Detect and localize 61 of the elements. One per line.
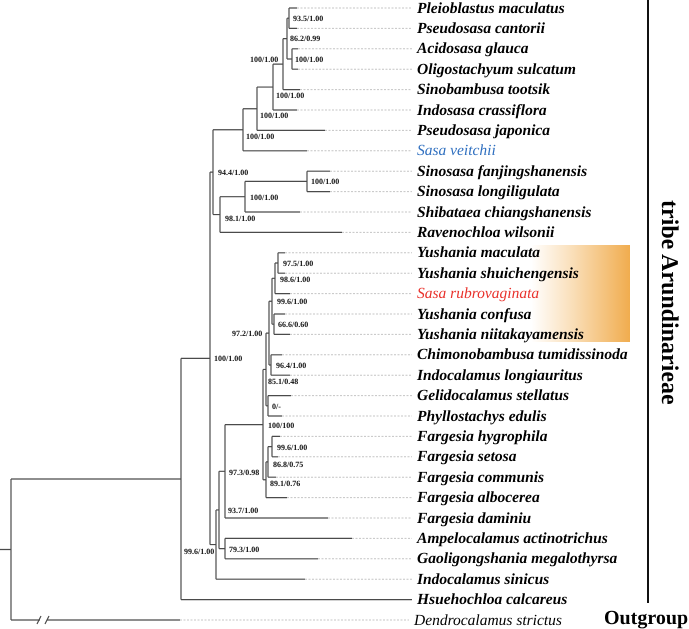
taxon-label: Sinosasa longiligulata — [417, 183, 560, 200]
support-value: 97.2/1.00 — [232, 329, 262, 338]
taxon-label: Indosasa crassiflora — [417, 102, 547, 118]
taxon-label: Ampelocalamus actinotrichus — [417, 530, 608, 547]
taxon-label: Yushania shuichengensis — [417, 264, 579, 282]
taxon-label: Yushania maculata — [417, 244, 540, 262]
taxon-label: Yushania niitakayamensis — [417, 326, 584, 343]
taxon-label: Fargesia setosa — [417, 448, 516, 466]
support-value: 100/1.00 — [214, 354, 242, 364]
support-value: 89.1/0.76 — [270, 479, 300, 488]
taxon-label: Pseudosasa cantorii — [417, 20, 545, 37]
taxon-label: Fargesia communis — [417, 468, 544, 486]
support-value: 79.3/1.00 — [229, 544, 260, 554]
clade-label: tribe Arundinarieae — [656, 200, 682, 404]
taxon-label: Hsuehochloa calcareus — [417, 591, 568, 608]
support-value: 100/1.00 — [311, 177, 340, 186]
support-value: 0/- — [272, 402, 281, 411]
taxon-label: Gaoligongshania megalothyrsa — [417, 550, 618, 568]
support-value: 94.4/1.00 — [218, 168, 248, 177]
taxon-label: Fargesia albocerea — [417, 489, 540, 506]
taxon-label: Shibataea chiangshanensis — [417, 204, 592, 220]
taxon-label: Yushania confusa — [417, 306, 532, 322]
support-value: 100/1.00 — [250, 54, 278, 64]
taxon-label: Oligostachyum sulcatum — [417, 60, 576, 78]
clade-label: Outgroup — [604, 608, 688, 628]
taxon-label: Gelidocalamus stellatus — [417, 387, 569, 404]
taxon-label: Phyllostachys edulis — [417, 408, 547, 424]
taxon-label: Chimonobambusa tumidissinoda — [417, 346, 628, 364]
support-value: 99.6/1.00 — [277, 442, 308, 452]
support-value: 99.6/1.00 — [277, 297, 308, 306]
support-value: 86.2/0.99 — [290, 34, 320, 44]
taxon-label: Sasa veitchii — [417, 142, 496, 160]
taxon-label: Indocalamus sinicus — [417, 570, 550, 588]
support-value: 66.6/0.60 — [278, 320, 308, 330]
taxon-label: Fargesia daminiu — [417, 510, 532, 526]
support-value: 100/1.00 — [276, 90, 304, 100]
support-value: 100/1.00 — [260, 111, 288, 120]
support-value: 97.3/0.98 — [229, 468, 260, 476]
taxon-label: Acidosasa glauca — [417, 40, 529, 58]
support-value: 100/1.00 — [246, 132, 274, 141]
taxon-label: Sinobambusa tootsik — [417, 81, 550, 98]
taxon-label: Indocalamus longiauritus — [417, 366, 583, 384]
support-value: 100/1.00 — [250, 192, 278, 202]
support-value: 99.6/1.00 — [184, 546, 214, 556]
support-value: 100/1.00 — [295, 54, 324, 64]
taxon-label: Pleioblastus maculatus — [417, 0, 565, 16]
support-value: 100/100 — [268, 420, 294, 430]
support-value: 93.7/1.00 — [228, 506, 258, 516]
taxon-label: Fargesia hygrophila — [417, 428, 548, 445]
support-value: 86.8/0.75 — [273, 460, 304, 468]
support-value: 98.6/1.00 — [280, 275, 310, 284]
support-value: 97.5/1.00 — [283, 258, 314, 268]
taxon-label: Ravenochloa wilsonii — [417, 224, 554, 241]
support-value: 96.4/1.00 — [276, 361, 306, 370]
support-value: 98.1/1.00 — [225, 214, 256, 222]
taxon-label: Dendrocalamus strictus — [414, 612, 562, 628]
taxon-label: Sinosasa fanjingshanensis — [417, 162, 588, 180]
taxon-label: Sasa rubrovaginata — [417, 285, 540, 302]
support-value: 85.1/0.48 — [268, 377, 298, 386]
support-value: 93.5/1.00 — [293, 14, 324, 23]
taxon-label: Pseudosasa japonica — [417, 122, 550, 139]
